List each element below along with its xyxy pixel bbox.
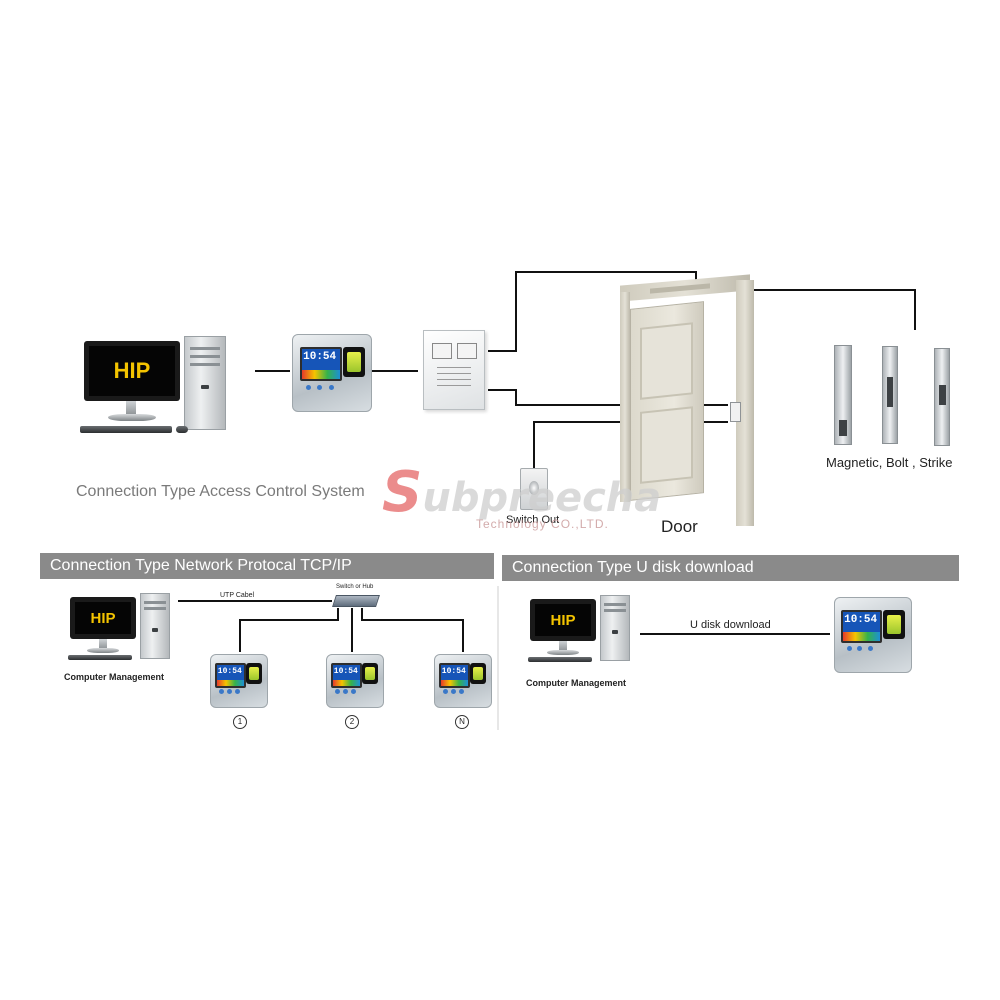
udisk-section-header: Connection Type U disk download bbox=[502, 555, 959, 581]
terminal-keypad bbox=[303, 385, 337, 405]
utp-cable-label: UTP Cabel bbox=[220, 592, 255, 599]
access-controller-box bbox=[423, 330, 485, 410]
fingerprint-terminal-1: 10:54 bbox=[210, 654, 268, 708]
monitor-logo: HIP bbox=[550, 611, 576, 629]
monitor-stand bbox=[559, 641, 567, 651]
udisk-link-label: U disk download bbox=[690, 619, 771, 631]
monitor: HIP bbox=[70, 597, 136, 639]
network-computer-label: Computer Management bbox=[64, 672, 165, 682]
device-marker-n: N bbox=[455, 715, 469, 729]
network-switch bbox=[332, 595, 380, 607]
fingerprint-terminal-udisk: 10:54 bbox=[834, 597, 912, 673]
bolt-lock bbox=[882, 346, 898, 444]
pc-tower bbox=[140, 593, 170, 659]
device-marker-2: 2 bbox=[345, 715, 359, 729]
computer-main: HIP bbox=[80, 336, 230, 436]
monitor-base bbox=[108, 414, 156, 421]
door-reader bbox=[730, 402, 741, 422]
fingerprint-terminal-2: 10:54 bbox=[326, 654, 384, 708]
watermark-subtitle: Technology CO.,LTD. bbox=[476, 517, 609, 531]
device-marker-1: 1 bbox=[233, 715, 247, 729]
monitor-stand bbox=[99, 639, 107, 649]
computer-network: HIP bbox=[68, 593, 172, 663]
monitor: HIP bbox=[530, 599, 596, 641]
fingerprint-sensor bbox=[343, 347, 365, 377]
monitor-base bbox=[87, 648, 119, 653]
magnetic-lock bbox=[834, 345, 852, 445]
computer-udisk: HIP bbox=[528, 595, 632, 665]
keyboard bbox=[68, 655, 132, 660]
strike-lock bbox=[934, 348, 950, 446]
udisk-computer-label: Computer Management bbox=[526, 678, 627, 688]
locks-label: Magnetic, Bolt , Strike bbox=[826, 455, 953, 470]
terminal-screen: 10:54 bbox=[300, 347, 342, 381]
monitor: HIP bbox=[84, 341, 180, 401]
switch-out-label: Switch Out bbox=[506, 514, 560, 526]
monitor-base bbox=[547, 650, 579, 655]
door-label: Door bbox=[661, 517, 698, 536]
pc-tower bbox=[184, 336, 226, 430]
wire-switch-device1 bbox=[239, 608, 339, 652]
watermark-brand: Subpreecha bbox=[382, 460, 662, 525]
keyboard bbox=[80, 426, 172, 433]
keyboard bbox=[528, 657, 592, 662]
wire-door-locks bbox=[744, 289, 916, 330]
access-control-caption: Connection Type Access Control System bbox=[76, 483, 365, 500]
fingerprint-terminal-main: 10:54 bbox=[292, 334, 372, 412]
monitor-logo: HIP bbox=[113, 358, 151, 383]
mouse bbox=[176, 426, 188, 433]
exit-switch bbox=[520, 468, 548, 510]
network-section-header: Connection Type Network Protocal TCP/IP bbox=[40, 553, 494, 579]
switch-label: Switch or Hub bbox=[336, 584, 374, 590]
fingerprint-terminal-n: 10:54 bbox=[434, 654, 492, 708]
wire-switch-deviceN bbox=[361, 608, 464, 652]
monitor-stand bbox=[126, 401, 136, 415]
monitor-logo: HIP bbox=[90, 609, 116, 627]
pc-tower bbox=[600, 595, 630, 661]
terminal-time: 10:54 bbox=[303, 351, 337, 364]
